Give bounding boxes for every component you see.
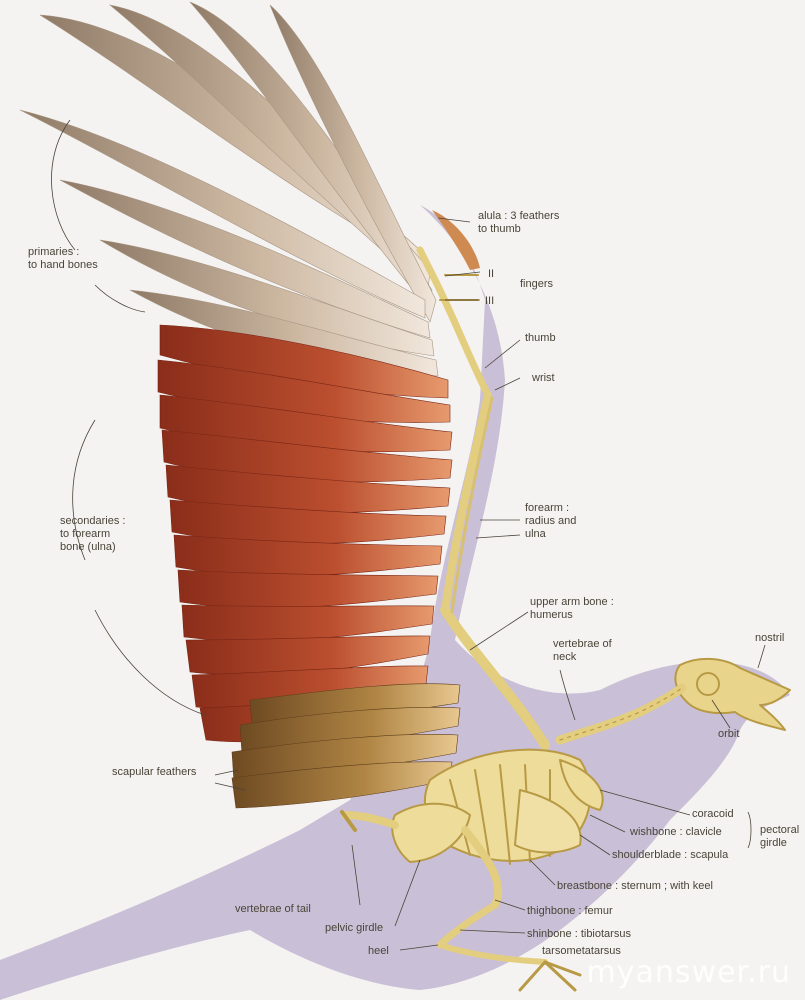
orbit-ring [696, 672, 720, 696]
label-tail-vertebrae: vertebrae of tail [235, 903, 311, 915]
label-finger-iii: III [485, 295, 495, 307]
secondary-feathers [157, 324, 453, 743]
label-pectoral-girdle: pectoral girdle [760, 824, 800, 849]
leader-lines [51, 119, 766, 951]
femur-bone [461, 826, 503, 909]
scapular-feathers [231, 683, 461, 809]
label-fingers: fingers [520, 278, 554, 290]
label-tibiotarsus: shinbone : tibiotarsus [527, 928, 631, 940]
pectoral-bones [559, 759, 604, 811]
label-tarsometatarsus: tarsometatarsus [542, 945, 621, 957]
skull [674, 657, 791, 731]
label-secondaries: secondaries : to forearm bone (ulna) [60, 515, 126, 553]
label-humerus: upper arm bone : humerus [530, 596, 614, 621]
primary-feathers [19, 1, 439, 377]
label-alula: alula : 3 feathers to thumb [478, 210, 560, 235]
tibiotarsus-bone [436, 901, 499, 949]
sternum-keel [514, 789, 582, 854]
label-sternum: breastbone : sternum ; with keel [557, 880, 713, 892]
label-forearm: forearm : radius and ulna [525, 502, 577, 540]
label-scapula: shoulderblade : scapula [612, 849, 729, 861]
tail-vertebrae [341, 811, 399, 829]
humerus-bone [440, 605, 550, 750]
forearm-bones [441, 391, 492, 614]
toes [518, 960, 582, 992]
label-coracoid: coracoid [692, 808, 734, 820]
label-heel: heel [368, 945, 389, 957]
label-orbit: orbit [718, 728, 740, 740]
label-femur: thighbone : femur [527, 905, 613, 917]
label-nostril: nostril [755, 632, 785, 644]
label-thumb: thumb [525, 332, 556, 344]
label-scapular-feathers: scapular feathers [112, 766, 197, 778]
label-clavicle: wishbone : clavicle [630, 826, 722, 838]
hand-bones [416, 246, 492, 399]
label-neck-vertebrae: vertebrae of neck [553, 638, 612, 663]
tarsometatarsus-bone [437, 942, 548, 965]
alula-feathers [432, 210, 480, 270]
watermark: myanswer.ru [586, 955, 791, 990]
pelvic-bone [391, 802, 471, 863]
label-primaries: primaries : to hand bones [28, 246, 98, 271]
skeleton [340, 246, 791, 992]
label-finger-ii: II [488, 268, 495, 280]
label-pelvic-girdle: pelvic girdle [325, 922, 384, 934]
label-wrist: wrist [532, 372, 555, 384]
